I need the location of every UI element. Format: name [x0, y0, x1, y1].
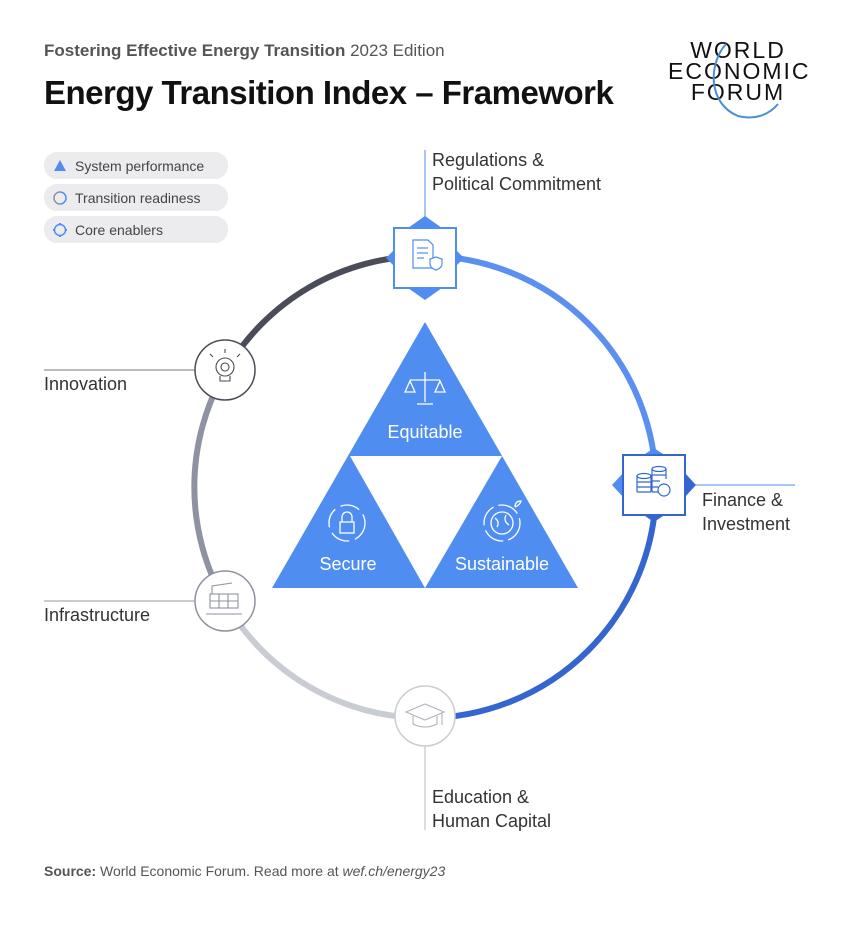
label-line: Education & — [432, 787, 530, 807]
secure-label: Secure — [319, 554, 376, 574]
building-icon — [206, 582, 242, 615]
logo-line: ECONOMIC — [668, 58, 811, 84]
source-label: Source: — [44, 863, 97, 879]
legend-transition-readiness: Transition readiness — [44, 184, 228, 211]
triangle-icon — [54, 159, 66, 171]
regulations-node — [386, 216, 464, 300]
infrastructure-node — [194, 570, 256, 632]
source-text: World Economic Forum. Read more at — [100, 863, 339, 879]
arc-innovation-infrastructure — [191, 370, 228, 604]
arc-regulations-finance — [424, 253, 659, 488]
ring-icon — [53, 190, 67, 205]
legend-label: Core enablers — [75, 221, 163, 238]
wef-logo: WORLD ECONOMIC FORUM — [668, 37, 811, 119]
label-line: Political Commitment — [432, 174, 602, 194]
page-title: Energy Transition Index – Framework — [44, 74, 614, 111]
label-line: Human Capital — [432, 811, 552, 831]
subtitle-edition: 2023 Edition — [350, 41, 445, 60]
subtitle-bold: Fostering Effective Energy Transition — [44, 41, 346, 60]
legend-system-performance: System performance — [44, 152, 228, 179]
inner-gap — [350, 456, 502, 588]
logo-line: WORLD — [690, 37, 786, 63]
finance-label: Finance & Investment — [702, 488, 790, 536]
label-line: Investment — [702, 514, 791, 534]
graduation-cap-icon — [404, 703, 446, 728]
subtitle: Fostering Effective Energy Transition 20… — [44, 41, 445, 61]
label-line: Regulations & — [432, 150, 545, 170]
education-node — [394, 685, 456, 747]
regulations-label: Regulations & Political Commitment — [432, 148, 601, 196]
octagon-ring-icon — [53, 222, 67, 237]
equitable-label: Equitable — [387, 422, 462, 442]
coins-icon — [636, 465, 671, 497]
logo-arc-icon — [712, 43, 779, 119]
arc-infrastructure-education — [222, 600, 426, 721]
legend-label: System performance — [75, 157, 205, 174]
innovation-node — [194, 339, 256, 401]
legend-label: Transition readiness — [75, 189, 201, 206]
arc-finance-education — [424, 486, 659, 721]
globe-cycle-icon — [483, 500, 522, 542]
finance-node — [612, 448, 696, 522]
label-line: Finance & — [702, 490, 784, 510]
lock-icon — [328, 504, 366, 542]
document-shield-icon — [412, 239, 443, 271]
source-link[interactable]: wef.ch/energy23 — [342, 863, 446, 879]
innovation-label: Innovation — [44, 374, 128, 394]
sustainable-label: Sustainable — [455, 554, 549, 574]
lightbulb-gear-icon — [209, 349, 241, 382]
scales-icon — [403, 372, 447, 405]
infrastructure-label: Infrastructure — [44, 605, 151, 625]
education-label: Education & Human Capital — [432, 785, 551, 833]
legend-core-enablers: Core enablers — [44, 216, 228, 243]
source-note: Source: World Economic Forum. Read more … — [44, 863, 445, 879]
